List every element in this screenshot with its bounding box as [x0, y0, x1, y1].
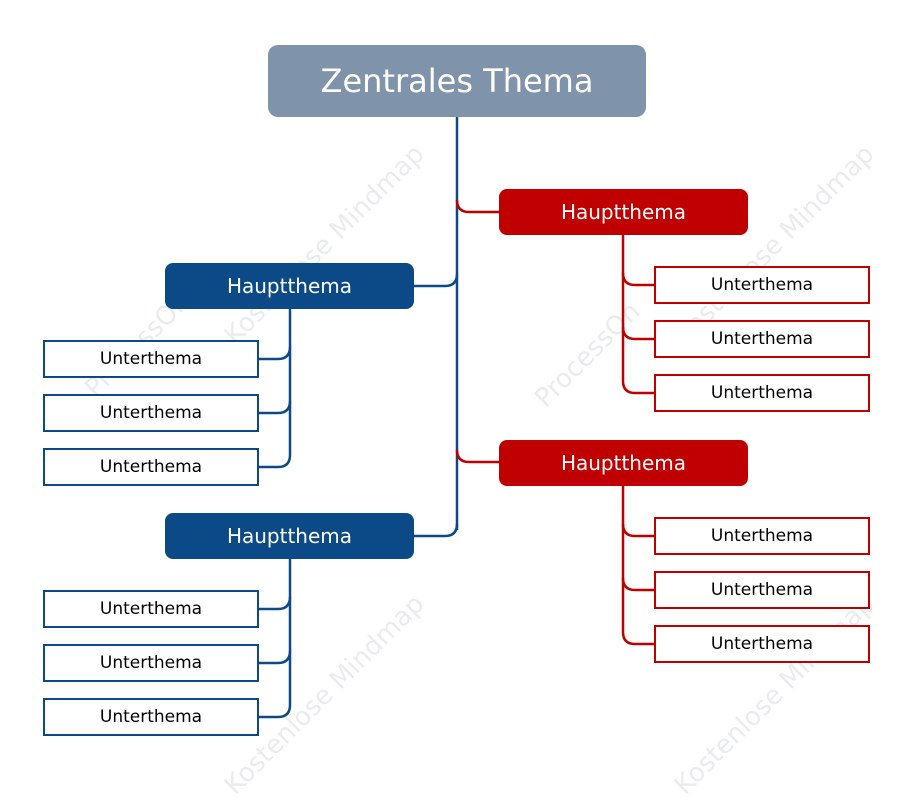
- subtopic-label: Unterthema: [710, 329, 814, 349]
- subtopic-3-1[interactable]: Unterthema: [654, 517, 870, 555]
- subtopic-4-2[interactable]: Unterthema: [43, 644, 259, 682]
- main-topic-label: Hauptthema: [226, 524, 353, 548]
- subtopic-label: Unterthema: [99, 599, 203, 619]
- connector-branch-1: [455, 199, 499, 214]
- central-topic[interactable]: Zentrales Thema: [268, 45, 646, 117]
- subtopic-2-1[interactable]: Unterthema: [43, 340, 259, 378]
- main-topic-2[interactable]: Hauptthema: [165, 263, 414, 309]
- central-topic-label: Zentrales Thema: [320, 62, 594, 100]
- subtopic-1-3[interactable]: Unterthema: [654, 374, 870, 412]
- main-topic-3[interactable]: Hauptthema: [499, 440, 748, 486]
- subtopic-label: Unterthema: [99, 457, 203, 477]
- subtopic-label: Unterthema: [710, 383, 814, 403]
- main-topic-label: Hauptthema: [226, 274, 353, 298]
- subtopic-label: Unterthema: [99, 707, 203, 727]
- connector-branch-3: [455, 449, 499, 464]
- subtopic-1-2[interactable]: Unterthema: [654, 320, 870, 358]
- subtopic-label: Unterthema: [99, 403, 203, 423]
- connector-branch-2-spine: [258, 308, 292, 469]
- subtopic-label: Unterthema: [710, 526, 814, 546]
- subtopic-2-2[interactable]: Unterthema: [43, 394, 259, 432]
- subtopic-label: Unterthema: [710, 634, 814, 654]
- connector-branch-2: [413, 273, 459, 288]
- main-topic-label: Hauptthema: [560, 200, 687, 224]
- connector-branch-1-spine: [621, 234, 655, 395]
- subtopic-4-1[interactable]: Unterthema: [43, 590, 259, 628]
- connector-branch-4-spine: [258, 558, 292, 719]
- subtopic-label: Unterthema: [99, 653, 203, 673]
- subtopic-2-3[interactable]: Unterthema: [43, 448, 259, 486]
- subtopic-3-2[interactable]: Unterthema: [654, 571, 870, 609]
- main-topic-4[interactable]: Hauptthema: [165, 513, 414, 559]
- main-topic-label: Hauptthema: [560, 451, 687, 475]
- subtopic-3-3[interactable]: Unterthema: [654, 625, 870, 663]
- subtopic-label: Unterthema: [99, 349, 203, 369]
- subtopic-4-3[interactable]: Unterthema: [43, 698, 259, 736]
- main-topic-1[interactable]: Hauptthema: [499, 189, 748, 235]
- subtopic-label: Unterthema: [710, 580, 814, 600]
- subtopic-1-1[interactable]: Unterthema: [654, 266, 870, 304]
- subtopic-label: Unterthema: [710, 275, 814, 295]
- connector-branch-4: [413, 523, 459, 538]
- connector-branch-3-spine: [621, 485, 655, 646]
